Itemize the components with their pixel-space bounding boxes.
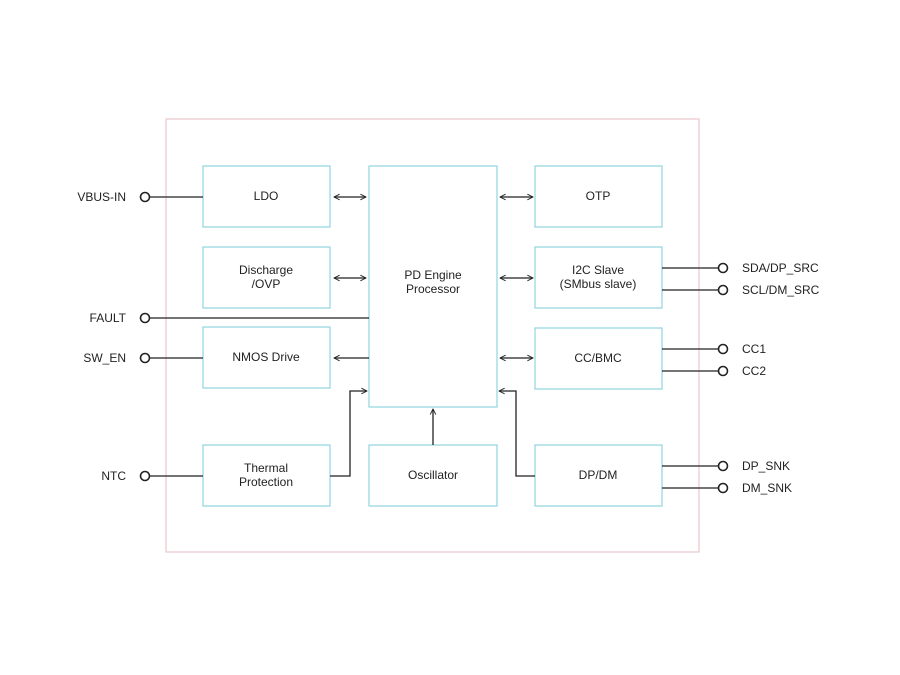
i2c-slave-block: I2C Slave(SMbus slave)	[534, 246, 663, 309]
dp-dm-label: DP/DM	[579, 468, 618, 482]
cc1-label: CC1	[742, 342, 766, 356]
sda-label: SDA/DP_SRC	[742, 261, 819, 275]
cc-bmc-label: CC/BMC	[574, 351, 622, 365]
cc1-pin	[717, 343, 729, 355]
scl-label: SCL/DM_SRC	[742, 283, 820, 297]
nmos-drive-block: NMOS Drive	[202, 326, 331, 389]
vbus-in-label: VBUS-IN	[77, 190, 126, 204]
scl-pin	[717, 284, 729, 296]
otp-block: OTP	[534, 165, 663, 228]
cc2-pin	[717, 365, 729, 377]
dm-snk-label: DM_SNK	[742, 481, 792, 495]
ldo-label: LDO	[254, 189, 279, 203]
discharge-ovp-label: Discharge/OVP	[239, 263, 293, 291]
dp-snk-pin	[717, 460, 729, 472]
fault-label: FAULT	[90, 311, 127, 325]
oscillator-block: Oscillator	[368, 444, 498, 507]
vbus-in-pin	[139, 191, 151, 203]
thermal-pd-arrow	[330, 391, 367, 477]
dp-dm-block: DP/DM	[534, 444, 663, 507]
ntc-pin	[139, 470, 151, 482]
discharge-ovp-block: Discharge/OVP	[202, 246, 331, 309]
sw-en-pin	[139, 352, 151, 364]
cc-bmc-block: CC/BMC	[534, 327, 663, 390]
dp-snk-label: DP_SNK	[742, 459, 790, 473]
oscillator-label: Oscillator	[408, 468, 458, 482]
otp-label: OTP	[586, 189, 611, 203]
sw-en-label: SW_EN	[83, 351, 126, 365]
ntc-label: NTC	[101, 469, 126, 483]
dpdm-pd-arrow	[499, 391, 535, 477]
cc2-label: CC2	[742, 364, 766, 378]
nmos-drive-label: NMOS Drive	[232, 350, 300, 364]
chip-outline	[165, 118, 700, 553]
sda-pin	[717, 262, 729, 274]
i2c-slave-label: I2C Slave(SMbus slave)	[560, 263, 637, 291]
dm-snk-pin	[717, 482, 729, 494]
fault-pin	[139, 312, 151, 324]
ldo-block: LDO	[202, 165, 331, 228]
